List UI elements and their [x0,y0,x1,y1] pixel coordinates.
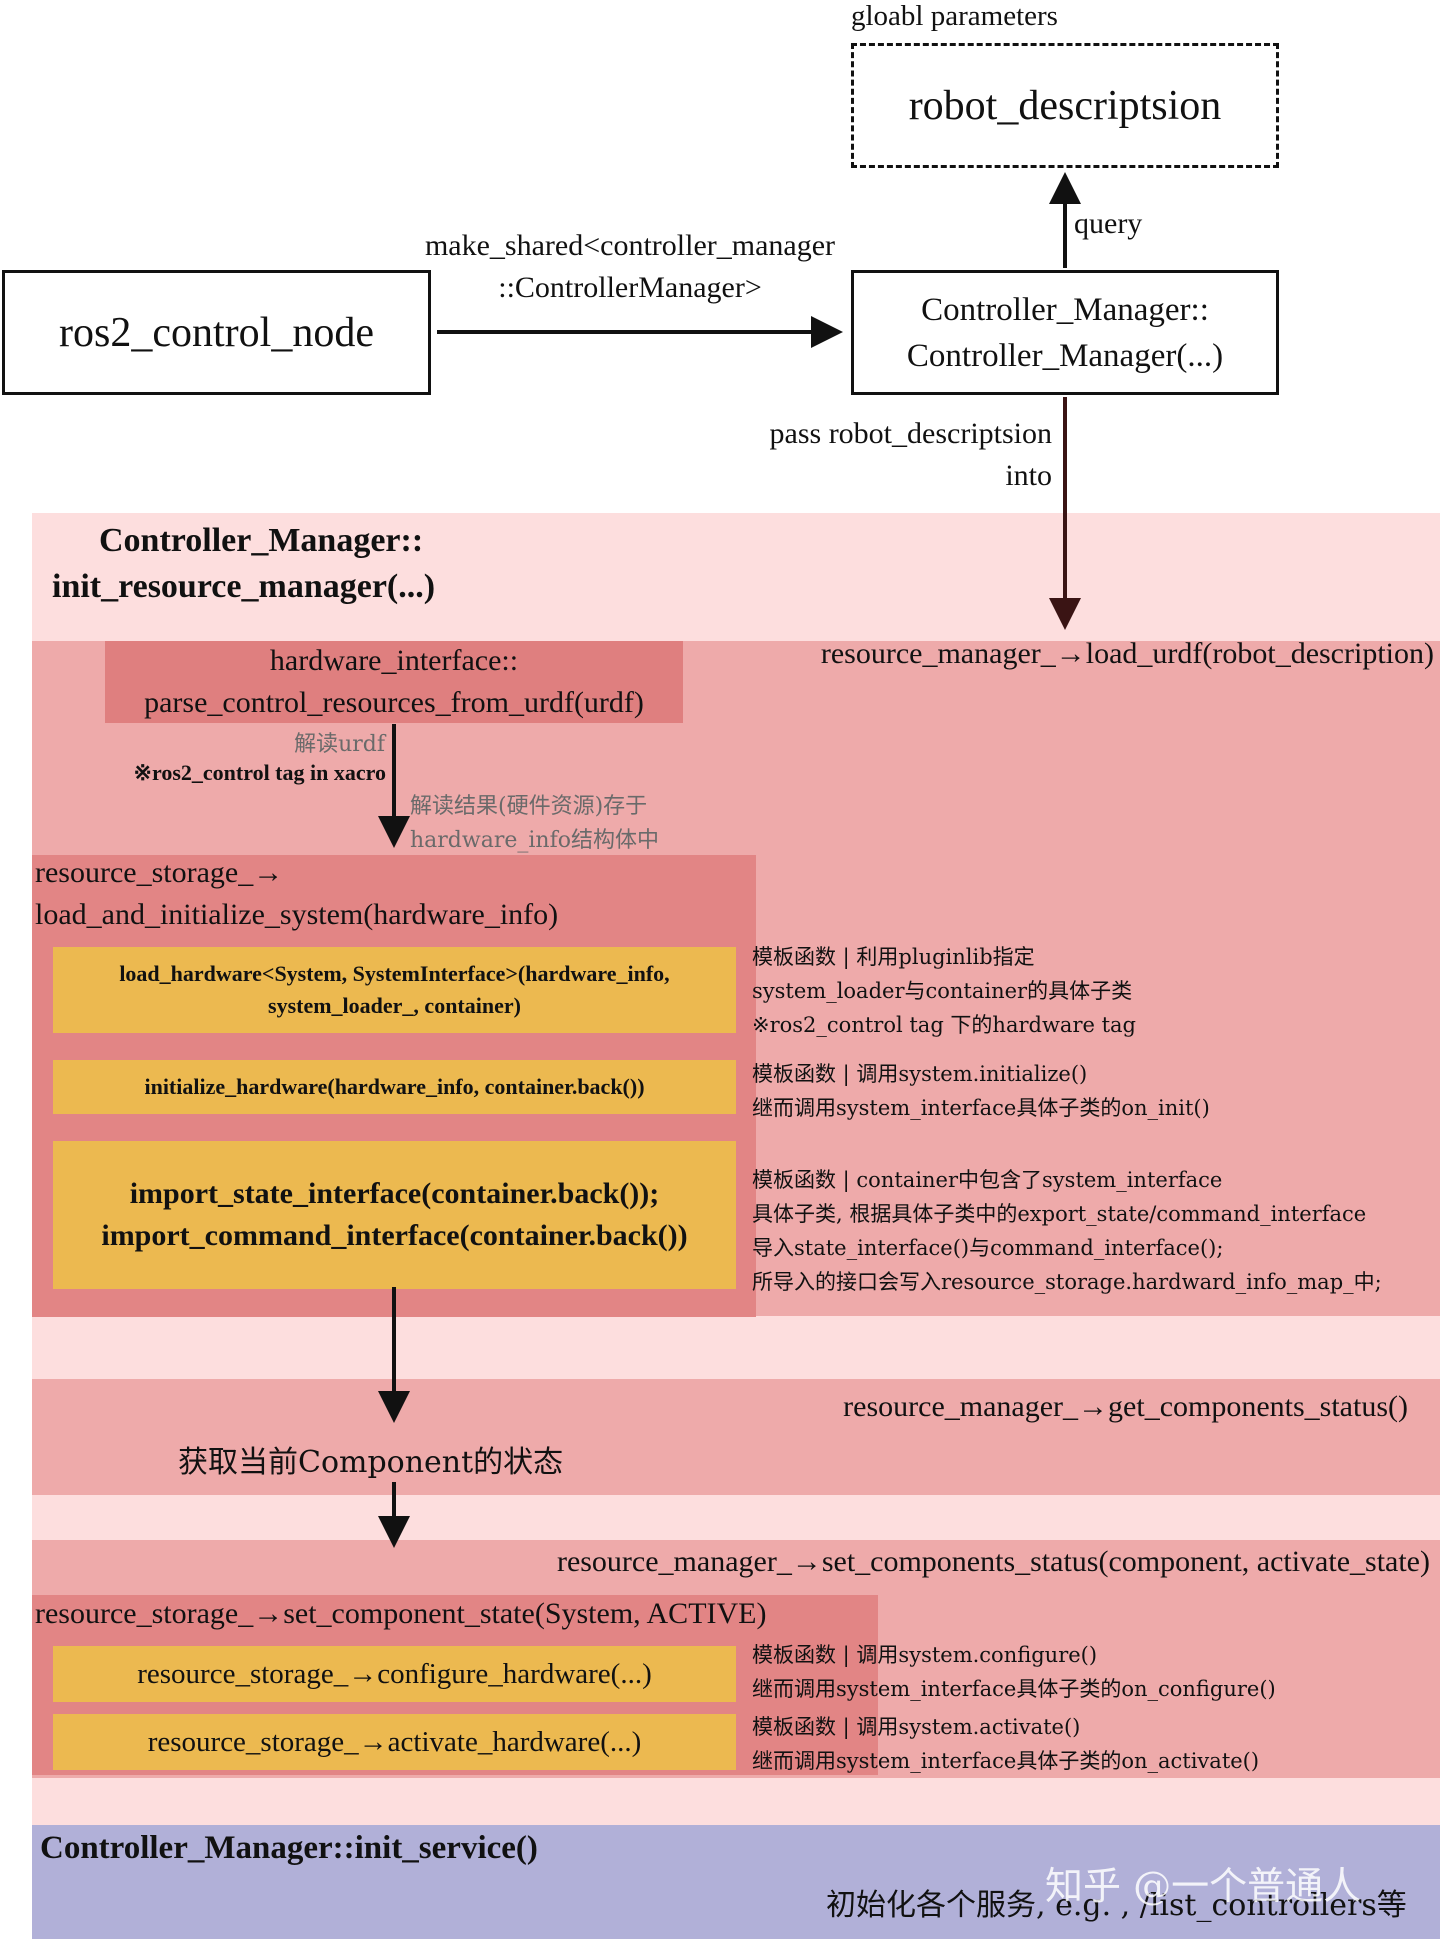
initialize-hardware-note: 模板函数 | 调用system.initialize() 继而调用system_… [752,1057,1210,1125]
robot-description-box: robot_descriptsion [851,43,1279,168]
init-resource-manager-title-band [32,513,1440,641]
make-shared-label: make_shared<controller_manager ::Control… [395,225,865,309]
controller-manager-line1: Controller_Manager:: [921,291,1209,328]
import-command-label: import_command_interface(container.back(… [101,1219,688,1252]
configure-hardware-box: resource_storage_→configure_hardware(...… [53,1646,736,1702]
storage-line1: resource_storage_→ [35,856,284,889]
global-params-label: gloabl parameters [851,0,1058,32]
load-hardware-line1: load_hardware<System, SystemInterface>(h… [119,961,670,986]
configure-note-line1: 模板函数 | 调用system.configure() [752,1643,1098,1667]
load-hardware-note-line3: ※ros2_control tag 下的hardware tag [752,1013,1136,1037]
import-note-line4: 所导入的接口会写入resource_storage.hardward_info_… [752,1270,1382,1294]
initialize-hardware-note-line2: 继而调用system_interface具体子类的on_init() [752,1096,1210,1120]
load-hardware-line2: system_loader_, container) [268,993,521,1018]
parse-result-line1: 解读结果(硬件资源)存于 [410,794,648,819]
make-shared-line2: ::ControllerManager> [498,271,762,304]
gap-band-2 [32,1495,1440,1540]
set-status-label: resource_manager_→set_components_status(… [556,1545,1430,1578]
import-interface-box: import_state_interface(container.back())… [53,1141,736,1289]
import-state-label: import_state_interface(container.back())… [129,1177,660,1210]
parse-note: 解读urdf [294,732,385,757]
load-urdf-label: resource_manager_→load_urdf(robot_descri… [820,637,1434,670]
pass-description-label: pass robot_descriptsion into [700,413,1052,497]
gap-band-1 [32,1316,1440,1379]
activate-hardware-box: resource_storage_→activate_hardware(...) [53,1714,736,1770]
watermark: 知乎 @一个普通人 [1045,1864,1362,1908]
get-status-band [32,1379,1440,1495]
storage-line2: load_and_initialize_system(hardware_info… [35,898,559,931]
activate-note-line1: 模板函数 | 调用system.activate() [752,1715,1081,1739]
init-service-title: Controller_Manager::init_service() [40,1830,538,1866]
ros2-control-node-label: ros2_control_node [59,309,374,356]
import-note-line2: 具体子类, 根据具体子类中的export_state/command_inter… [752,1202,1367,1226]
load-hardware-note: 模板函数 | 利用pluginlib指定 system_loader与conta… [752,940,1136,1042]
parse-result-note: 解读结果(硬件资源)存于 hardware_info结构体中 [410,790,659,858]
import-note-line3: 导入state_interface()与command_interface(); [752,1236,1224,1260]
init-service-band [32,1825,1440,1939]
import-note-line1: 模板函数 | container中包含了system_interface [752,1168,1223,1192]
controller-manager-box: Controller_Manager:: Controller_Manager(… [851,270,1279,395]
query-label: query [1074,207,1143,240]
pass-description-line2: into [1005,459,1052,492]
load-hardware-note-line2: system_loader与container的具体子类 [752,979,1133,1003]
gap-band-3 [32,1778,1440,1825]
activate-note-line2: 继而调用system_interface具体子类的on_activate() [752,1749,1260,1773]
import-interface-note: 模板函数 | container中包含了system_interface 具体子… [752,1163,1382,1299]
robot-description-label: robot_descriptsion [908,82,1222,129]
init-resource-manager-title: Controller_Manager:: init_resource_manag… [52,518,435,610]
get-status-label: resource_manager_→get_components_status(… [843,1390,1408,1423]
init-service-note: 初始化各个服务, e.g. , /list_controllers等 [826,1888,1407,1923]
init-rm-title-line1: Controller_Manager:: [99,522,424,559]
load-hardware-note-line1: 模板函数 | 利用pluginlib指定 [752,945,1035,969]
get-status-note: 获取当前Component的状态 [178,1445,564,1480]
activate-hardware-label: resource_storage_→activate_hardware(...) [147,1725,642,1758]
parse-result-line2: hardware_info结构体中 [410,828,659,853]
parse-urdf-box [105,641,683,723]
parse-urdf-line1: hardware_interface:: [269,644,519,677]
initialize-hardware-label: initialize_hardware(hardware_info, conta… [144,1074,645,1099]
load-hardware-box: load_hardware<System, SystemInterface>(h… [53,947,736,1033]
parse-urdf-label: hardware_interface:: parse_control_resou… [105,641,683,723]
load-initialize-system-label: resource_storage_→ load_and_initialize_s… [35,852,558,936]
parse-urdf-line2: parse_control_resources_from_urdf(urdf) [144,686,644,719]
configure-note: 模板函数 | 调用system.configure() 继而调用system_i… [752,1638,1276,1706]
pass-description-line1: pass robot_descriptsion [769,417,1052,450]
set-component-state-label: resource_storage_→set_component_state(Sy… [35,1597,767,1630]
xacro-tag-note: ※ros2_control tag in xacro [133,760,386,785]
initialize-hardware-note-line1: 模板函数 | 调用system.initialize() [752,1062,1088,1086]
configure-note-line2: 继而调用system_interface具体子类的on_configure() [752,1677,1276,1701]
initialize-hardware-box: initialize_hardware(hardware_info, conta… [53,1060,736,1114]
make-shared-line1: make_shared<controller_manager [424,229,836,262]
controller-manager-line2: Controller_Manager(...) [906,337,1224,374]
configure-hardware-label: resource_storage_→configure_hardware(...… [137,1657,652,1690]
ros2-control-node-box: ros2_control_node [2,270,431,395]
init-rm-title-line2: init_resource_manager(...) [52,568,436,605]
activate-note: 模板函数 | 调用system.activate() 继而调用system_in… [752,1710,1259,1778]
